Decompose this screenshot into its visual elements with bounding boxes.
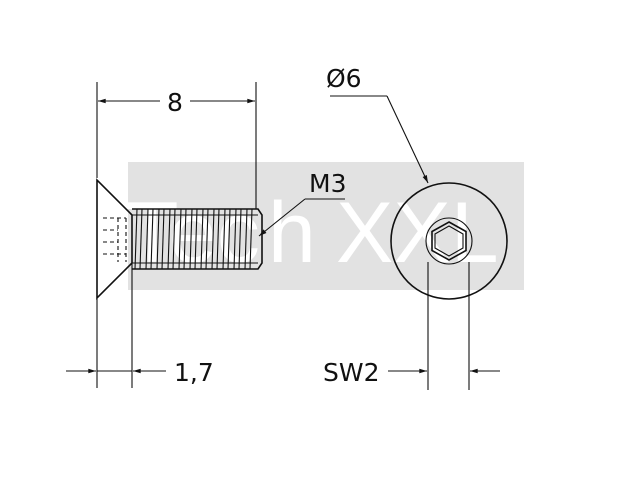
head-height-dimension: 1,7 xyxy=(66,263,214,388)
watermark-text-suffix: XXL xyxy=(336,185,499,281)
watermark-text-h: h xyxy=(268,185,316,281)
watermark-text-prefix: Tec xyxy=(126,185,260,281)
hex-socket xyxy=(431,221,467,261)
thread-label: M3 xyxy=(309,169,346,198)
diameter-leader-line xyxy=(386,95,429,184)
thread-callout: M3 xyxy=(258,169,346,237)
head-circle xyxy=(390,182,508,300)
socket-circle xyxy=(425,217,473,265)
diameter-callout: Ø6 xyxy=(326,64,429,184)
wrench-size-dimension: SW2 xyxy=(323,262,500,390)
head-height-label: 1,7 xyxy=(174,358,214,387)
shank-outline xyxy=(132,208,263,270)
wrench-size-label: SW2 xyxy=(323,358,380,387)
diameter-label: Ø6 xyxy=(326,64,362,93)
thread-leader-line xyxy=(258,198,306,237)
length-dimension: 8 xyxy=(96,82,257,209)
length-label: 8 xyxy=(167,88,183,117)
thread-crests xyxy=(134,208,253,270)
socket-hidden-lines xyxy=(103,217,127,262)
screw-end-view xyxy=(390,182,508,300)
hex-socket-inner xyxy=(434,225,464,257)
